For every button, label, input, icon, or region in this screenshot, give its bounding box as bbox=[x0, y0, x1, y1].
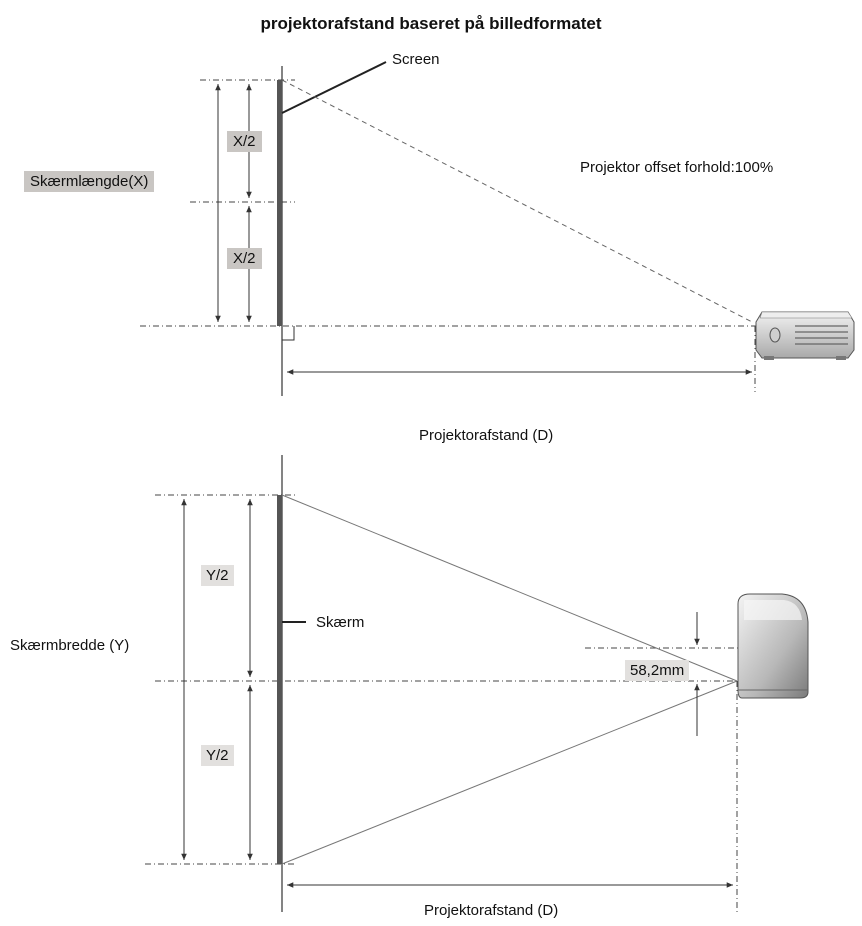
top-diagram bbox=[140, 61, 855, 396]
bottom-screen-label: Skærm bbox=[316, 614, 365, 631]
bottom-diagram bbox=[145, 455, 809, 912]
bottom-distance-label: Projektorafstand (D) bbox=[424, 902, 559, 919]
bottom-half-label-lower: Y/2 bbox=[201, 745, 234, 766]
top-half-label-upper: X/2 bbox=[227, 131, 262, 152]
bottom-projection-ray-upper bbox=[281, 494, 738, 682]
bottom-offset-value-label: 58,2mm bbox=[625, 660, 690, 681]
top-offset-ratio-text: Projektor offset forhold:100% bbox=[580, 159, 774, 176]
top-right-angle-mark bbox=[282, 326, 295, 341]
bottom-half-label-upper: Y/2 bbox=[201, 565, 234, 586]
bottom-screen bbox=[277, 495, 282, 864]
top-screen-leader bbox=[281, 61, 387, 114]
top-screen-label: Screen bbox=[392, 51, 440, 68]
diagram-title: projektorafstand baseret på billedformat… bbox=[260, 14, 602, 33]
top-distance-label: Projektorafstand (D) bbox=[419, 427, 554, 444]
top-screen bbox=[277, 80, 282, 326]
top-projector-icon bbox=[755, 311, 855, 360]
bottom-projection-ray-lower bbox=[281, 680, 738, 865]
bottom-screen-width-label: Skærmbredde (Y) bbox=[10, 637, 130, 654]
bottom-projector-icon bbox=[737, 593, 809, 699]
top-half-label-lower: X/2 bbox=[227, 248, 262, 269]
top-projection-ray bbox=[281, 79, 755, 324]
top-screen-length-label: Skærmlængde(X) bbox=[24, 171, 155, 192]
